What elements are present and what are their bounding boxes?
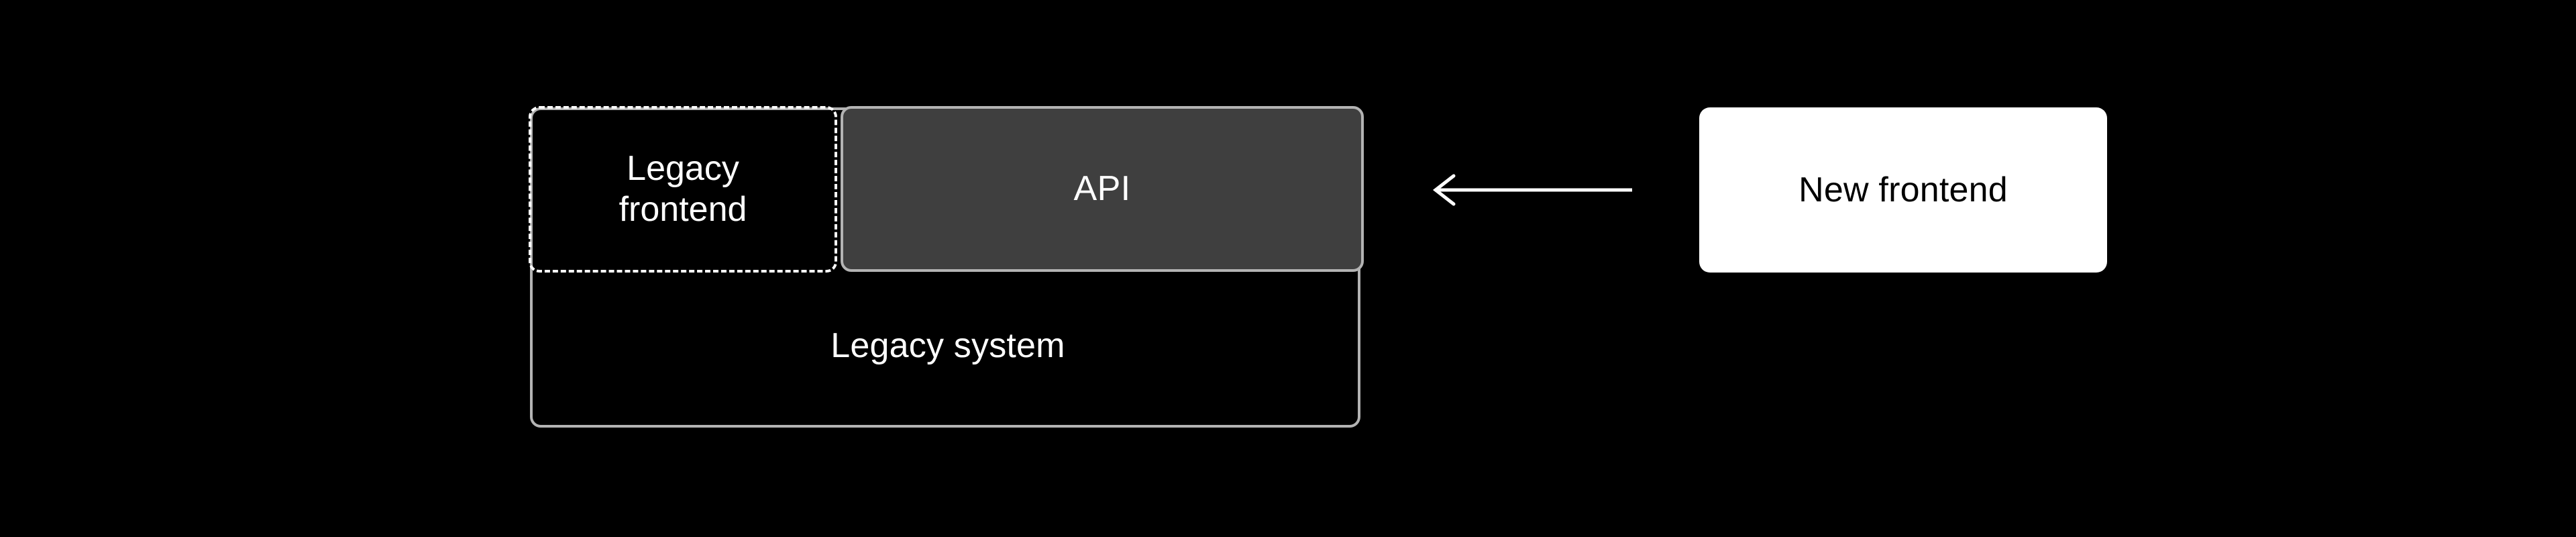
left-arrow-icon <box>1432 174 1632 206</box>
node-legacy-frontend-label: Legacy frontend <box>619 148 747 229</box>
node-legacy-system-label: Legacy system <box>830 326 1065 365</box>
node-api[interactable]: API <box>841 106 1364 272</box>
node-legacy-frontend[interactable]: Legacy frontend <box>529 106 837 273</box>
node-new-frontend[interactable]: New frontend <box>1699 107 2107 273</box>
node-new-frontend-label: New frontend <box>1799 170 2008 209</box>
edge-new-frontend-to-api <box>1426 168 1640 215</box>
node-api-label: API <box>1073 169 1131 209</box>
